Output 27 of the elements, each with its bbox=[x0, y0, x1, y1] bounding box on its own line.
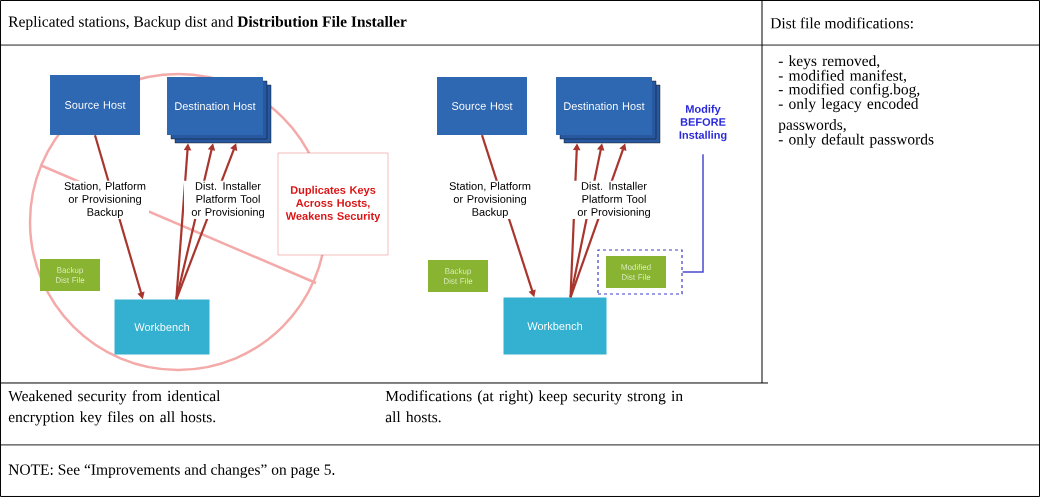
list-item: - only default passwords bbox=[778, 133, 934, 148]
leader-line bbox=[681, 153, 704, 273]
caption-text: Weakened security from identical encryption key files on all hosts. bbox=[8, 390, 221, 426]
host-stack-box: Destination Host bbox=[167, 77, 272, 144]
list-item: - keys removed, bbox=[778, 55, 880, 70]
edge-label: Station, Platform or Provisioning Backup bbox=[61, 180, 149, 220]
workbench-box: Workbench bbox=[503, 297, 607, 355]
file-box: Modified Dist File bbox=[606, 256, 666, 288]
list-item: - modified config.bog, bbox=[778, 83, 920, 98]
file-box: Backup Dist File bbox=[40, 259, 100, 291]
list-item: - modified manifest, bbox=[778, 69, 906, 83]
host-box: Source Host bbox=[437, 77, 527, 135]
callout-text: Modify BEFORE Installing bbox=[679, 104, 727, 142]
note-text: NOTE: See “Improvements and changes” on page 5. bbox=[8, 463, 335, 479]
header-text: Dist file modifications: bbox=[770, 17, 913, 29]
caption-text: Modifications (at right) keep security strong in all hosts. bbox=[385, 390, 683, 423]
edge-label: Dist. Installer Platform Tool or Provisioning bbox=[184, 180, 272, 220]
warning-box: Duplicates Keys Across Hosts, Weakens Security bbox=[277, 152, 389, 256]
workbench-box: Workbench bbox=[114, 299, 210, 355]
edge-label: Station, Platform or Provisioning Backup bbox=[446, 180, 534, 220]
dashed-box bbox=[597, 249, 683, 295]
file-box: Backup Dist File bbox=[428, 260, 488, 292]
edge-label: Dist. Installer Platform Tool or Provisioning bbox=[570, 180, 658, 220]
list-item: - only legacy encoded passwords, bbox=[778, 98, 919, 134]
host-box: Source Host bbox=[50, 75, 140, 135]
host-stack-box: Destination Host bbox=[556, 77, 661, 144]
header-text: Replicated stations, Backup dist and Distribution File Installer bbox=[8, 15, 407, 30]
